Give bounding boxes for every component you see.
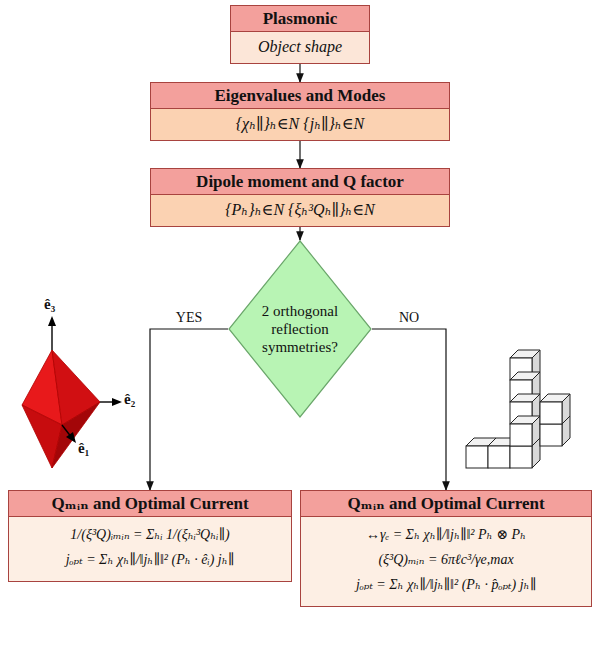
box-body: Object shape [231, 32, 369, 63]
formula: jₒₚₜ = Σₕ χₕ∥/‖jₕ∥‖² (Pₕ · p̂ₒₚₜ) jₕ∥ [309, 575, 583, 594]
formula: 1/(ξ³Q)ᵢₘᵢₙ = Σₕᵢ 1/(ξₕᵢ³Qₕᵢ∥) [17, 525, 283, 544]
process-box: Eigenvalues and Modes {χₕ∥}ₕ∈N {jₕ∥}ₕ∈N [150, 82, 450, 141]
box-text: {χₕ∥}ₕ∈N {jₕ∥}ₕ∈N [159, 113, 441, 134]
box-title: Qₘᵢₙ and Optimal Current [307, 493, 585, 514]
box-body: {Pₕ}ₕ∈N {ξₕ³Qₕ∥}ₕ∈N [151, 195, 449, 226]
box-title: Eigenvalues and Modes [157, 85, 443, 106]
decision-text: 2 orthogonal reflection symmetries? [257, 302, 343, 356]
box-body: {χₕ∥}ₕ∈N {jₕ∥}ₕ∈N [151, 109, 449, 140]
octahedron [22, 316, 122, 468]
axis-label: ê₃ [44, 296, 55, 313]
box-text: {Pₕ}ₕ∈N {ξₕ³Qₕ∥}ₕ∈N [159, 199, 441, 220]
axis-label: ê₁ [78, 440, 89, 457]
edge-label: YES [174, 310, 204, 326]
flow-arrow [299, 64, 300, 82]
flow-arrow [299, 227, 300, 240]
box-text: Object shape [239, 36, 361, 57]
cube-shape [466, 350, 570, 468]
box-body: 1/(ξ³Q)ᵢₘᵢₙ = Σₕᵢ 1/(ξₕᵢ³Qₕᵢ∥) jₒₚₜ = Σₕ … [9, 517, 291, 581]
formula: (ξ³Q)ₘᵢₙ = 6πℓc³/γe,max [309, 550, 583, 569]
process-box: Dipole moment and Q factor {Pₕ}ₕ∈N {ξₕ³Qₕ… [150, 168, 450, 227]
formula: ↔γₑ = Σₕ χₕ∥/‖jₕ∥‖² Pₕ ⊗ Pₕ [309, 525, 583, 544]
box-header: Qₘᵢₙ and Optimal Current [9, 491, 291, 517]
process-box: Qₘᵢₙ and Optimal Current ↔γₑ = Σₕ χₕ∥/‖jₕ… [300, 490, 592, 607]
formula: jₒₚₜ = Σₕ χₕ∥/‖jₕ∥‖² (Pₕ · êᵢ) jₕ∥ [17, 550, 283, 569]
box-title: Dipole moment and Q factor [157, 171, 443, 192]
flow-arrow [150, 329, 228, 490]
box-header: Qₘᵢₙ and Optimal Current [301, 491, 591, 517]
box-header: Eigenvalues and Modes [151, 83, 449, 109]
axis-label: ê₂ [124, 391, 135, 408]
box-header: Dipole moment and Q factor [151, 169, 449, 195]
box-title: Qₘᵢₙ and Optimal Current [15, 493, 285, 514]
decision-diamond: 2 orthogonal reflection symmetries? [228, 240, 372, 418]
flow-arrow [299, 141, 300, 168]
process-box: PlasmonicObject shape [230, 5, 370, 64]
flow-arrow [372, 329, 446, 490]
box-title: Plasmonic [237, 8, 363, 29]
edge-label: NO [397, 310, 421, 326]
box-body: ↔γₑ = Σₕ χₕ∥/‖jₕ∥‖² Pₕ ⊗ Pₕ (ξ³Q)ₘᵢₙ = 6π… [301, 517, 591, 606]
box-header: Plasmonic [231, 6, 369, 32]
process-box: Qₘᵢₙ and Optimal Current 1/(ξ³Q)ᵢₘᵢₙ = Σₕ… [8, 490, 292, 582]
